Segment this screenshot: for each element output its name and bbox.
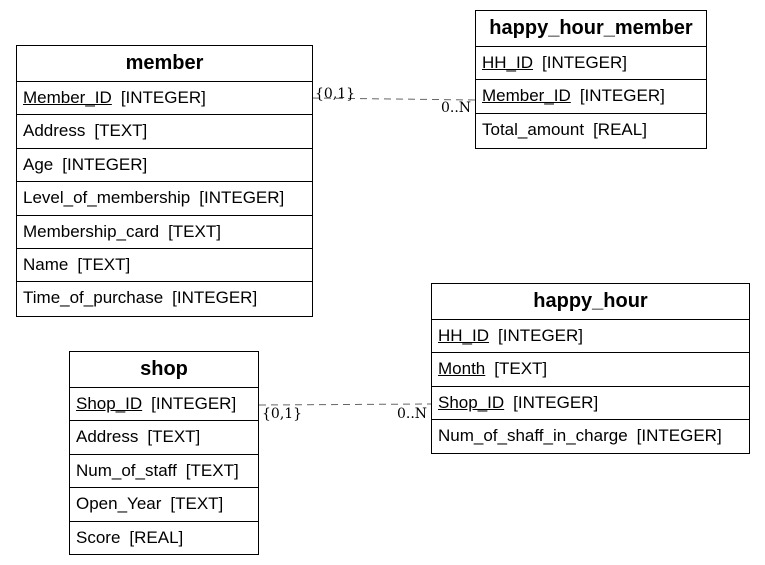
attribute-name: Total_amount [482, 119, 585, 139]
member-cardinality-label: {0,1} [315, 86, 356, 102]
attribute-row: Num_of_shaff_in_charge [INTEGER] [432, 420, 749, 453]
attribute-row: Total_amount [REAL] [476, 114, 706, 147]
attribute-row: Month [TEXT] [432, 353, 749, 387]
attribute-row: Age [INTEGER] [17, 149, 312, 183]
attribute-row: Name [TEXT] [17, 249, 312, 283]
attribute-name: Address [23, 121, 86, 141]
attribute-type: [INTEGER] [199, 188, 285, 208]
attribute-row: Membership_card [TEXT] [17, 216, 312, 249]
attribute-type: [TEXT] [94, 121, 148, 141]
attribute-name: Member_ID [482, 86, 571, 106]
attribute-name: HH_ID [482, 53, 534, 72]
attribute-type: [TEXT] [170, 494, 224, 514]
attribute-type: [INTEGER] [62, 154, 148, 174]
attribute-row: Num_of_staff [TEXT] [70, 455, 258, 489]
entity-title: happy_hour [432, 284, 749, 320]
attribute-name: Address [76, 427, 139, 447]
shop-to-happy-hour-line [258, 403, 433, 406]
member-to-happy-hour-member-line [311, 97, 477, 101]
attribute-row: Shop_ID [INTEGER] [432, 387, 749, 421]
attribute-name: Month [438, 359, 486, 379]
attribute-name: HH_ID [438, 326, 490, 345]
entity-title: happy_hour_member [476, 11, 706, 47]
attribute-name: Shop_ID [76, 394, 143, 413]
happy-hour-cardinality-label: 0..N [397, 406, 428, 422]
attribute-type: [TEXT] [77, 254, 131, 274]
attribute-name: Shop_ID [438, 392, 505, 412]
attribute-row: HH_ID [INTEGER] [432, 320, 749, 354]
attribute-row: Level_of_membership [INTEGER] [17, 182, 312, 216]
attribute-row: Member_ID [INTEGER] [476, 80, 706, 114]
attribute-name: Num_of_staff [76, 460, 177, 480]
attribute-name: Score [76, 527, 121, 547]
entity-title: shop [70, 352, 258, 388]
attribute-type: [TEXT] [185, 460, 239, 480]
attribute-type: [INTEGER] [151, 394, 237, 413]
attribute-type: [TEXT] [147, 427, 201, 447]
attribute-name: Open_Year [76, 494, 162, 514]
attribute-type: [REAL] [593, 119, 647, 139]
attribute-row: Open_Year [TEXT] [70, 488, 258, 522]
attribute-row: Member_ID [INTEGER] [17, 82, 312, 116]
attribute-type: [REAL] [129, 527, 184, 547]
attribute-row: Address [TEXT] [70, 421, 258, 455]
attribute-type: [INTEGER] [498, 326, 584, 345]
entity-title: member [17, 46, 312, 82]
attribute-row: Time_of_purchase [INTEGER] [17, 282, 312, 315]
attribute-name: Time_of_purchase [23, 288, 164, 308]
attribute-name: Age [23, 154, 54, 174]
attribute-name: Level_of_membership [23, 188, 191, 208]
attribute-type: [INTEGER] [579, 86, 665, 106]
attribute-row: Address [TEXT] [17, 115, 312, 149]
attribute-type: [INTEGER] [513, 392, 599, 412]
attribute-type: [INTEGER] [172, 288, 258, 308]
shop-cardinality-label: {0,1} [262, 406, 303, 422]
attribute-type: [TEXT] [494, 359, 548, 379]
attribute-name: Membership_card [23, 221, 160, 241]
attribute-row: Shop_ID [INTEGER] [70, 388, 258, 422]
attribute-row: HH_ID [INTEGER] [476, 47, 706, 81]
attribute-type: [INTEGER] [542, 53, 628, 72]
attribute-type: [INTEGER] [120, 88, 206, 107]
attribute-type: [INTEGER] [636, 426, 722, 446]
attribute-name: Member_ID [23, 88, 112, 107]
attribute-name: Name [23, 254, 69, 274]
happy-hour-member-cardinality-label: 0..N [441, 100, 472, 116]
attribute-name: Num_of_shaff_in_charge [438, 426, 628, 446]
attribute-row: Score [REAL] [70, 522, 258, 555]
attribute-type: [TEXT] [168, 221, 221, 241]
